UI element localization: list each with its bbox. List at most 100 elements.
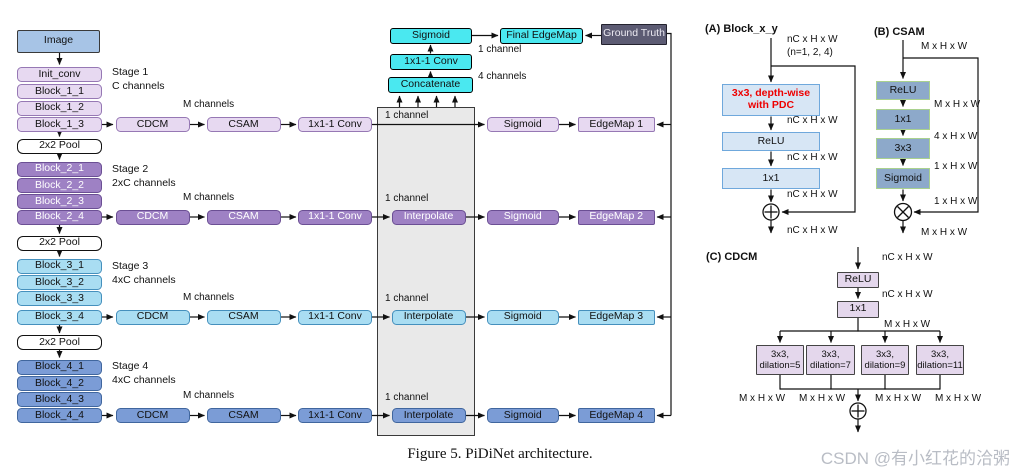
block-1-1-box: Block_1_1 <box>17 84 102 99</box>
csam-box-row2: CSAM <box>206 209 281 225</box>
panel-b-conv1x1-box: 1x1 <box>876 109 930 130</box>
panel-c-dim-out-4: M x H x W <box>934 393 982 404</box>
m-channels-label-row3: M channels <box>183 291 235 303</box>
interpolate-box-row3: Interpolate <box>391 309 466 325</box>
m-channels-label-row2: M channels <box>183 191 235 203</box>
pdc-conv-box: 3x3, depth-wise with PDC <box>722 84 820 116</box>
multiply-icon <box>893 202 913 222</box>
dilation-7-box: 3x3,dilation=7 <box>806 344 855 375</box>
one-channel-label-row4: 1 channel <box>385 391 429 403</box>
four-channels-label-fusion: 4 channels <box>478 71 527 82</box>
sigmoid-box-row2: Sigmoid <box>486 209 559 225</box>
panel-c-conv1x1-box: 1x1 <box>837 300 879 318</box>
block-3-2-box: Block_3_2 <box>17 275 102 290</box>
block-4-4-box: Block_4_4 <box>17 408 102 423</box>
m-channels-label-row1: M channels <box>183 99 235 110</box>
panel-c-dim-in: nC x H x W <box>882 252 933 263</box>
block-3-4-box: Block_3_4 <box>17 309 102 325</box>
one-channel-label-fusion: 1 channel <box>478 44 522 55</box>
add-icon <box>849 402 867 420</box>
ground-truth-supervision-line <box>667 32 672 416</box>
init-conv-box: Init_conv <box>17 67 102 82</box>
edgemap-2-box: EdgeMap 2 <box>577 209 655 225</box>
cdcm-box-row4: CDCM <box>115 408 190 423</box>
one-channel-label-row2: 1 channel <box>385 193 429 204</box>
m-channels-label-row4: M channels <box>183 390 235 401</box>
edgemap-3-box: EdgeMap 3 <box>577 309 655 325</box>
conv-1x1-1-box-row1: 1x1-1 Conv <box>298 117 372 132</box>
watermark: CSDN @有小红花的洽粥 <box>820 449 1010 468</box>
edgemap-4-box: EdgeMap 4 <box>577 408 655 423</box>
stage-4-label: Stage 4 4xC channels <box>112 360 176 386</box>
block-2-4-box: Block_2_4 <box>17 209 102 225</box>
block-2-1-box: Block_2_1 <box>17 161 102 177</box>
panel-a-dim-3: nC x H x W <box>787 188 838 200</box>
panel-a-dim-2: nC x H x W <box>787 151 838 163</box>
block-4-2-box: Block_4_2 <box>17 376 102 391</box>
cdcm-box-row3: CDCM <box>115 309 190 325</box>
fusion-sigmoid-box: Sigmoid <box>390 27 472 44</box>
panel-c-title: (C) CDCM <box>706 251 758 263</box>
panel-a-dim-1: nC x H x W <box>787 115 838 126</box>
interpolate-box-row2: Interpolate <box>391 209 466 225</box>
figure-caption: Figure 5. PiDiNet architecture. <box>407 446 593 462</box>
stage-3-label: Stage 3 4xC channels <box>112 260 176 286</box>
panel-b-dim-4: 1 x H x W <box>934 196 978 207</box>
panel-c-dim-out-2: M x H x W <box>798 393 846 404</box>
dilation-9-box: 3x3,dilation=9 <box>861 344 909 375</box>
block-2-2-box: Block_2_2 <box>17 178 102 193</box>
conv-1x1-1-box-row2: 1x1-1 Conv <box>298 209 372 225</box>
stage-2-label: Stage 2 2xC channels <box>112 163 176 189</box>
csam-box-row1: CSAM <box>206 117 281 132</box>
one-channel-label-row1: 1 channel <box>385 110 429 121</box>
panel-c-dim-mid: nC x H x W <box>882 289 933 300</box>
csam-box-row4: CSAM <box>206 408 281 423</box>
pool-box-2: 2x2 Pool <box>17 235 102 251</box>
block-4-3-box: Block_4_3 <box>17 392 102 407</box>
panel-a-dim-out: nC x H x W <box>787 225 838 236</box>
panel-b-dim-2: 4 x H x W <box>934 130 978 142</box>
block-1-2-box: Block_1_2 <box>17 100 102 116</box>
block-1-3-box: Block_1_3 <box>17 117 102 132</box>
dilation-5-box: 3x3,dilation=5 <box>756 344 804 375</box>
edgemap-1-box: EdgeMap 1 <box>577 117 655 132</box>
final-edgemap-box: Final EdgeMap <box>500 27 583 44</box>
block-3-3-box: Block_3_3 <box>17 291 102 306</box>
panel-b-dim-1: M x H x W <box>934 98 981 110</box>
pool-box-3: 2x2 Pool <box>17 335 102 350</box>
panel-b-relu-box: ReLU <box>876 81 930 100</box>
add-icon <box>762 203 780 221</box>
one-channel-label-row3: 1 channel <box>385 293 429 304</box>
pool-box-1: 2x2 Pool <box>17 138 102 154</box>
dilation-11-box: 3x3,dilation=11 <box>916 344 964 375</box>
panel-a-conv1x1-box: 1x1 <box>722 168 820 189</box>
block-4-1-box: Block_4_1 <box>17 359 102 375</box>
panel-a-title: (A) Block_x_y <box>705 23 778 35</box>
conv-1x1-1-box-row3: 1x1-1 Conv <box>298 309 372 325</box>
concatenate-box: Concatenate <box>388 77 473 93</box>
cdcm-box-row1: CDCM <box>115 117 190 132</box>
panel-c-relu-box: ReLU <box>837 271 879 288</box>
sigmoid-box-row4: Sigmoid <box>486 408 559 423</box>
panel-c-dim-m: M x H x W <box>884 319 931 330</box>
sigmoid-box-row3: Sigmoid <box>486 309 559 325</box>
panel-a-dim-in: nC x H x W <box>787 33 838 45</box>
ground-truth-box: Ground Truth <box>601 24 667 45</box>
panel-b-dim-out: M x H x W <box>921 227 968 238</box>
fusion-conv-box: 1x1-1 Conv <box>390 53 472 70</box>
block-2-3-box: Block_2_3 <box>17 194 102 209</box>
panel-b-sigmoid-box: Sigmoid <box>876 168 930 189</box>
csam-box-row3: CSAM <box>206 309 281 325</box>
interpolate-box-row4: Interpolate <box>391 408 466 423</box>
panel-a-relu-box: ReLU <box>722 132 820 151</box>
panel-b-conv3x3-box: 3x3 <box>876 138 930 159</box>
panel-b-dim-in: M x H x W <box>921 41 968 52</box>
cdcm-box-row2: CDCM <box>115 209 190 225</box>
sigmoid-box-row1: Sigmoid <box>486 117 559 132</box>
block-3-1-box: Block_3_1 <box>17 258 102 274</box>
panel-b-title: (B) CSAM <box>874 26 925 38</box>
image-box: Image <box>17 30 100 53</box>
panel-c-dim-out-3: M x H x W <box>874 393 922 404</box>
conv-1x1-1-box-row4: 1x1-1 Conv <box>298 408 372 423</box>
